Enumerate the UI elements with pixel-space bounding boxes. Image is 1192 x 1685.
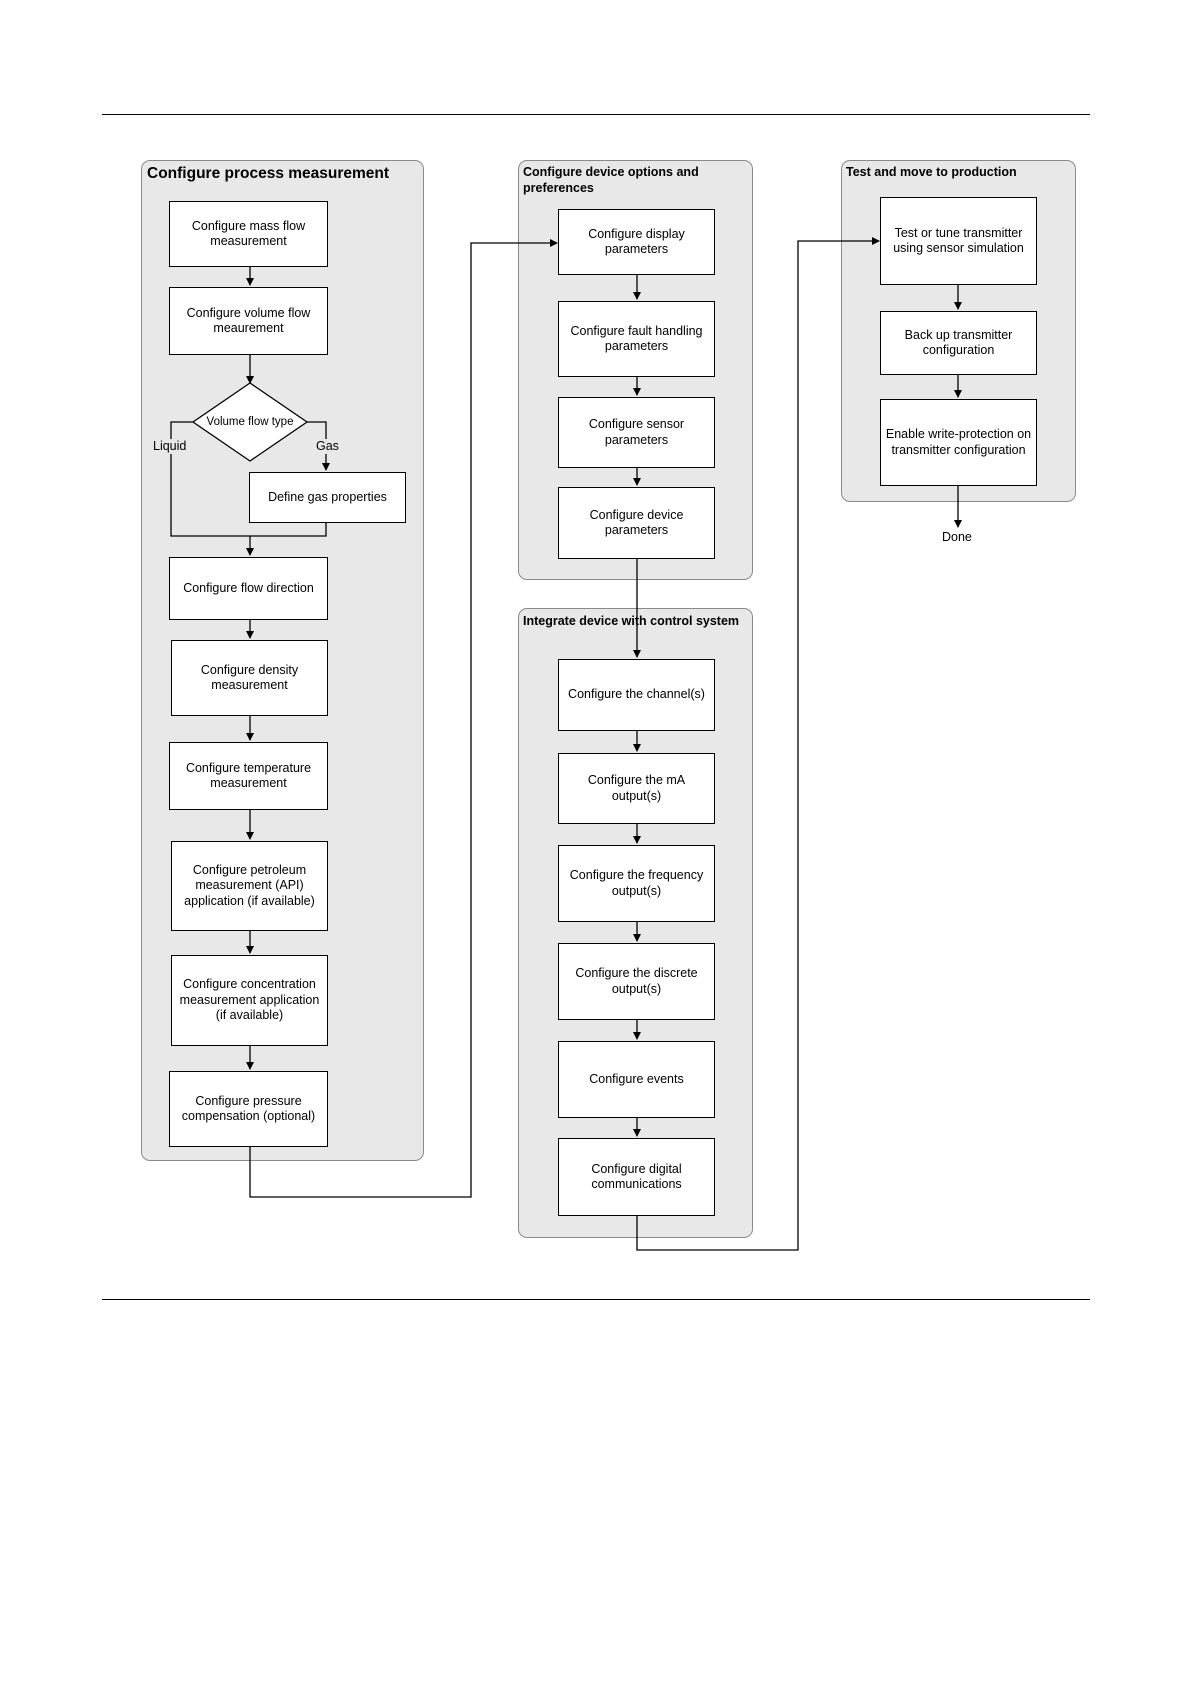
gas-return [250,523,327,537]
step-configure-discrete-outputs: Configure the discrete output(s) [558,943,715,1020]
step-configure-sensor: Configure sensor parameters [558,397,715,468]
step-configure-mass-flow: Configure mass flow measurement [169,201,328,267]
arrow-digital-to-tune [636,237,880,1251]
liquid-branch [170,421,250,537]
done-label: Done [942,530,972,544]
step-define-gas-properties: Define gas properties [249,472,406,523]
decision-diamond [191,382,309,462]
step-configure-temperature: Configure temperature measurement [169,742,328,810]
step-back-up-configuration: Back up transmitter configuration [880,311,1037,375]
step-test-tune-transmitter: Test or tune transmitter using sensor si… [880,197,1037,285]
step-configure-ma-outputs: Configure the mA output(s) [558,753,715,824]
step-configure-density: Configure density measurement [171,640,328,716]
panel-process-title: Configure process measurement [147,165,390,182]
step-configure-channels: Configure the channel(s) [558,659,715,731]
gas-branch [307,421,330,471]
step-configure-flow-direction: Configure flow direction [169,557,328,620]
step-configure-fault-handling: Configure fault handling parameters [558,301,715,377]
bottom-rule [102,1299,1090,1300]
decision-volume-flow-type: Volume flow type [206,416,294,428]
step-configure-frequency-outputs: Configure the frequency output(s) [558,845,715,922]
arrow-pressure-to-display [249,239,558,1198]
top-rule [102,114,1090,115]
step-configure-device: Configure device parameters [558,487,715,559]
branch-label-gas: Gas [316,439,339,454]
step-enable-write-protection: Enable write-protection on transmitter c… [880,399,1037,486]
step-configure-concentration: Configure concentration measurement appl… [171,955,328,1046]
step-configure-pressure: Configure pressure compensation (optiona… [169,1071,328,1147]
step-configure-petroleum: Configure petroleum measurement (API) ap… [171,841,328,931]
step-configure-display: Configure display parameters [558,209,715,275]
branch-label-liquid: Liquid [153,439,187,454]
step-configure-events: Configure events [558,1041,715,1118]
panel-options-title: Configure device options and preferences [523,165,699,195]
step-configure-volume-flow: Configure volume flow meaurement [169,287,328,355]
panel-integrate-title: Integrate device with control system [523,614,740,628]
panel-test-title: Test and move to production [846,165,1017,179]
step-configure-digital-comms: Configure digital communications [558,1138,715,1216]
